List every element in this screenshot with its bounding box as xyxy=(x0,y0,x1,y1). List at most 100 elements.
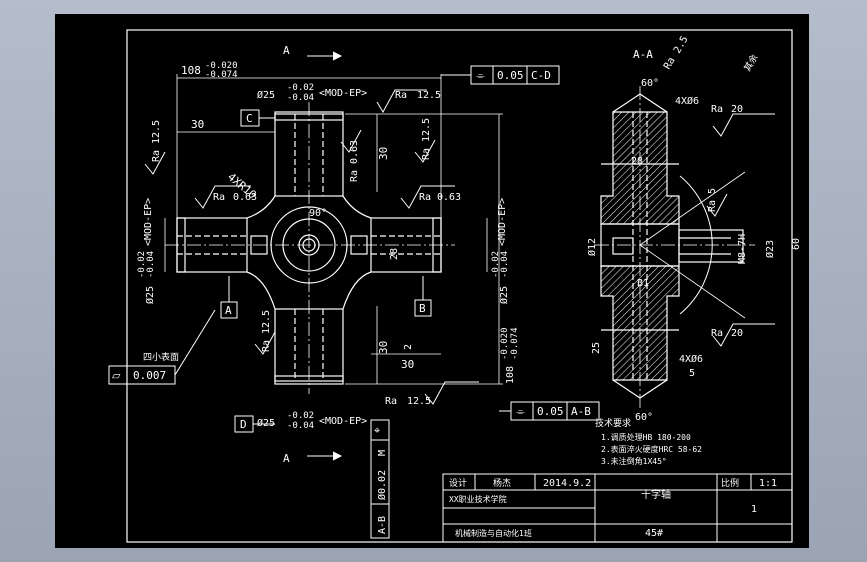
dim-d25-right-lo: -0.04 xyxy=(500,251,510,278)
ra-left-bottom-value: 12.5 xyxy=(261,310,272,334)
sec-dim-d23: Ø23 xyxy=(764,240,776,258)
section-centerlines xyxy=(595,86,755,409)
ra-063-b-value: 0.63 xyxy=(233,192,257,203)
sec-ra-5-label: Ra xyxy=(707,200,718,212)
dim-108-top: 108 xyxy=(181,64,201,77)
dim-d25-right-up: -0.02 xyxy=(491,251,501,278)
tb-class: 机械制造与自动化1班 xyxy=(455,528,532,538)
tb-sheet-value: 1 xyxy=(751,504,757,515)
tech-notes-line3: 3.未注倒角1X45° xyxy=(601,456,667,466)
sec-dim-25: 25 xyxy=(591,342,602,354)
tol-sym-ab-value: 0.05 xyxy=(537,405,564,418)
dim-d25-right-mod: <MOD-EP> xyxy=(497,198,508,246)
roughness-other-note: 其余 xyxy=(741,52,760,74)
dim-d25-top-mod: <MOD-EP> xyxy=(319,88,367,99)
dimension-lines xyxy=(164,74,503,385)
tolerance-frames xyxy=(108,65,600,539)
dim-d25-bottom-upper: -0.02 xyxy=(287,411,314,421)
dim-30-bottom: 30 xyxy=(401,358,414,371)
front-centerlines xyxy=(165,102,455,394)
tol-pos-icon: ⌖ xyxy=(374,424,380,437)
cross-shaft-drawing: A A A-A 108 -0.020 -0.074 Ø25 -0.02 -0.0… xyxy=(108,29,802,543)
sec-ra-25-label: Ra xyxy=(662,56,678,72)
tb-designer-label: 设计 xyxy=(449,477,467,489)
datum-a: A xyxy=(225,304,232,317)
dim-d25-top-upper: -0.02 xyxy=(287,83,314,93)
arc-60-dimension xyxy=(679,175,713,315)
sec-angle-60-top: 60° xyxy=(641,78,659,89)
dim-d25-top-lower: -0.04 xyxy=(287,93,314,103)
view-label-a-bottom: A xyxy=(283,452,290,465)
ra-left-top-label: Ra xyxy=(151,150,162,162)
sec-ra-20-bottom-value: 20 xyxy=(731,328,743,339)
dim-d25-left-up: -0.02 xyxy=(137,251,147,278)
tech-notes-title: 技术要求 xyxy=(595,417,631,429)
view-label-a-top: A xyxy=(283,44,290,57)
datum-c: C xyxy=(246,112,253,125)
section-view xyxy=(600,93,744,399)
tol-flat-value: 0.007 xyxy=(133,369,166,382)
section-label: A-A xyxy=(633,48,653,61)
sec-ra-25-value: 2.5 xyxy=(672,34,691,55)
section-arrows xyxy=(307,51,343,461)
dim-d25-left-mod: <MOD-EP> xyxy=(143,198,154,246)
ra-063-a-value: 0.63 xyxy=(349,140,360,164)
tb-part-name: 十字轴 xyxy=(641,488,671,501)
tol-pos-datum: A-B xyxy=(377,516,388,534)
ra-right-top-value: 12.5 xyxy=(421,118,432,142)
tol-sym-cd-value: 0.05 xyxy=(497,69,524,82)
tb-date: 2014.9.2 xyxy=(543,478,591,489)
dim-d25-right: Ø25 xyxy=(498,286,510,304)
dim-d25-top: Ø25 xyxy=(257,89,275,101)
sec-4xd6-top: 4XØ6 xyxy=(675,95,699,107)
sec-label-b1: B1 xyxy=(637,278,649,289)
sec-dim-28: 28 xyxy=(631,156,643,167)
sec-ra-20-top-value: 20 xyxy=(731,104,743,115)
ra-063-a-label: Ra xyxy=(349,170,360,182)
tol-pos-value: Ø0.02 xyxy=(376,470,388,500)
ra-top-label: Ra xyxy=(395,90,407,101)
title-block xyxy=(442,473,793,543)
dim-108-right-up: -0.020 xyxy=(500,327,510,360)
dim-108-right-lo: -0.074 xyxy=(510,327,520,360)
dim-d25-left: Ø25 xyxy=(144,286,156,304)
datum-b: B xyxy=(419,302,426,315)
sec-dim-60-right: 60 xyxy=(791,238,802,250)
arc-60-leader xyxy=(639,171,746,319)
dim-108-top-upper: -0.020 xyxy=(205,61,238,71)
ra-left-top-value: 12.5 xyxy=(151,120,162,144)
dim-d25-bottom-lower: -0.04 xyxy=(287,421,314,431)
tol-sym-ab-icon: ⌯ xyxy=(516,405,525,418)
dim-108-right: 108 xyxy=(505,366,516,384)
tb-material: 45# xyxy=(645,528,663,539)
sec-dim-5: 5 xyxy=(689,368,695,379)
dim-108-top-lower: -0.074 xyxy=(205,70,238,80)
datum-d: D xyxy=(240,418,247,431)
tol-pos-mod: M xyxy=(377,450,388,456)
tech-notes-line1: 1.调质处理HB 180-200 xyxy=(601,432,691,442)
tb-designer-name: 杨杰 xyxy=(493,477,511,489)
dim-d25-left-lo: -0.04 xyxy=(146,251,156,278)
dim-30-upper: 30 xyxy=(377,147,390,160)
tb-school: XX职业技术学院 xyxy=(449,494,507,504)
dim-30-lower: 30 xyxy=(377,341,390,354)
sec-dim-d12: Ø12 xyxy=(586,238,598,256)
sec-4xd6-bottom: 4XØ6 xyxy=(679,353,703,365)
sec-dim-m8: M8-7H xyxy=(737,234,748,264)
tech-notes-line2: 2.表面淬火硬度HRC 58-62 xyxy=(601,444,702,454)
tb-scale-label: 比例 xyxy=(721,477,739,489)
dim-30-top-left: 30 xyxy=(191,118,204,131)
tb-scale-value: 1:1 xyxy=(759,478,777,489)
tol-flat-note: 四小表面 xyxy=(143,351,179,363)
sec-angle-60-bottom: 60° xyxy=(635,412,653,423)
dim-angle-90: 90° xyxy=(309,208,327,219)
dim-28: 28 xyxy=(389,248,400,260)
sec-ra-20-bottom-label: Ra xyxy=(711,328,723,339)
dim-d25-bottom-mod: <MOD-EP> xyxy=(319,416,367,427)
ra-top-value: 12.5 xyxy=(417,90,441,101)
dim-d25-bottom: Ø25 xyxy=(257,417,275,429)
drawing-sheet[interactable]: A A A-A 108 -0.020 -0.074 Ø25 -0.02 -0.0… xyxy=(55,14,809,548)
datum-boxes xyxy=(220,109,432,433)
sec-ra-5-value: 5 xyxy=(707,188,718,194)
